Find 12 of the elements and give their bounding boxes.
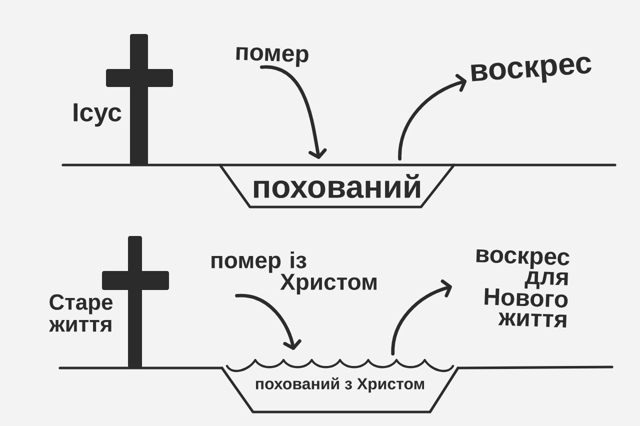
curved-arrow [235,294,302,350]
side-label: Старе життя [49,294,113,332]
grave-pit: похований з Христом [220,358,460,414]
text-label: воскрес [471,56,592,83]
text-label: помер із Христом [212,251,376,294]
curved-arrow [398,74,467,160]
side-label: Ісус [74,103,122,127]
curved-arrow [260,65,327,159]
curved-arrow [391,280,452,356]
text-label: помер [236,47,308,67]
text-label: воскрес для Нового життя [476,249,570,328]
grave-pit: похований [218,164,456,208]
